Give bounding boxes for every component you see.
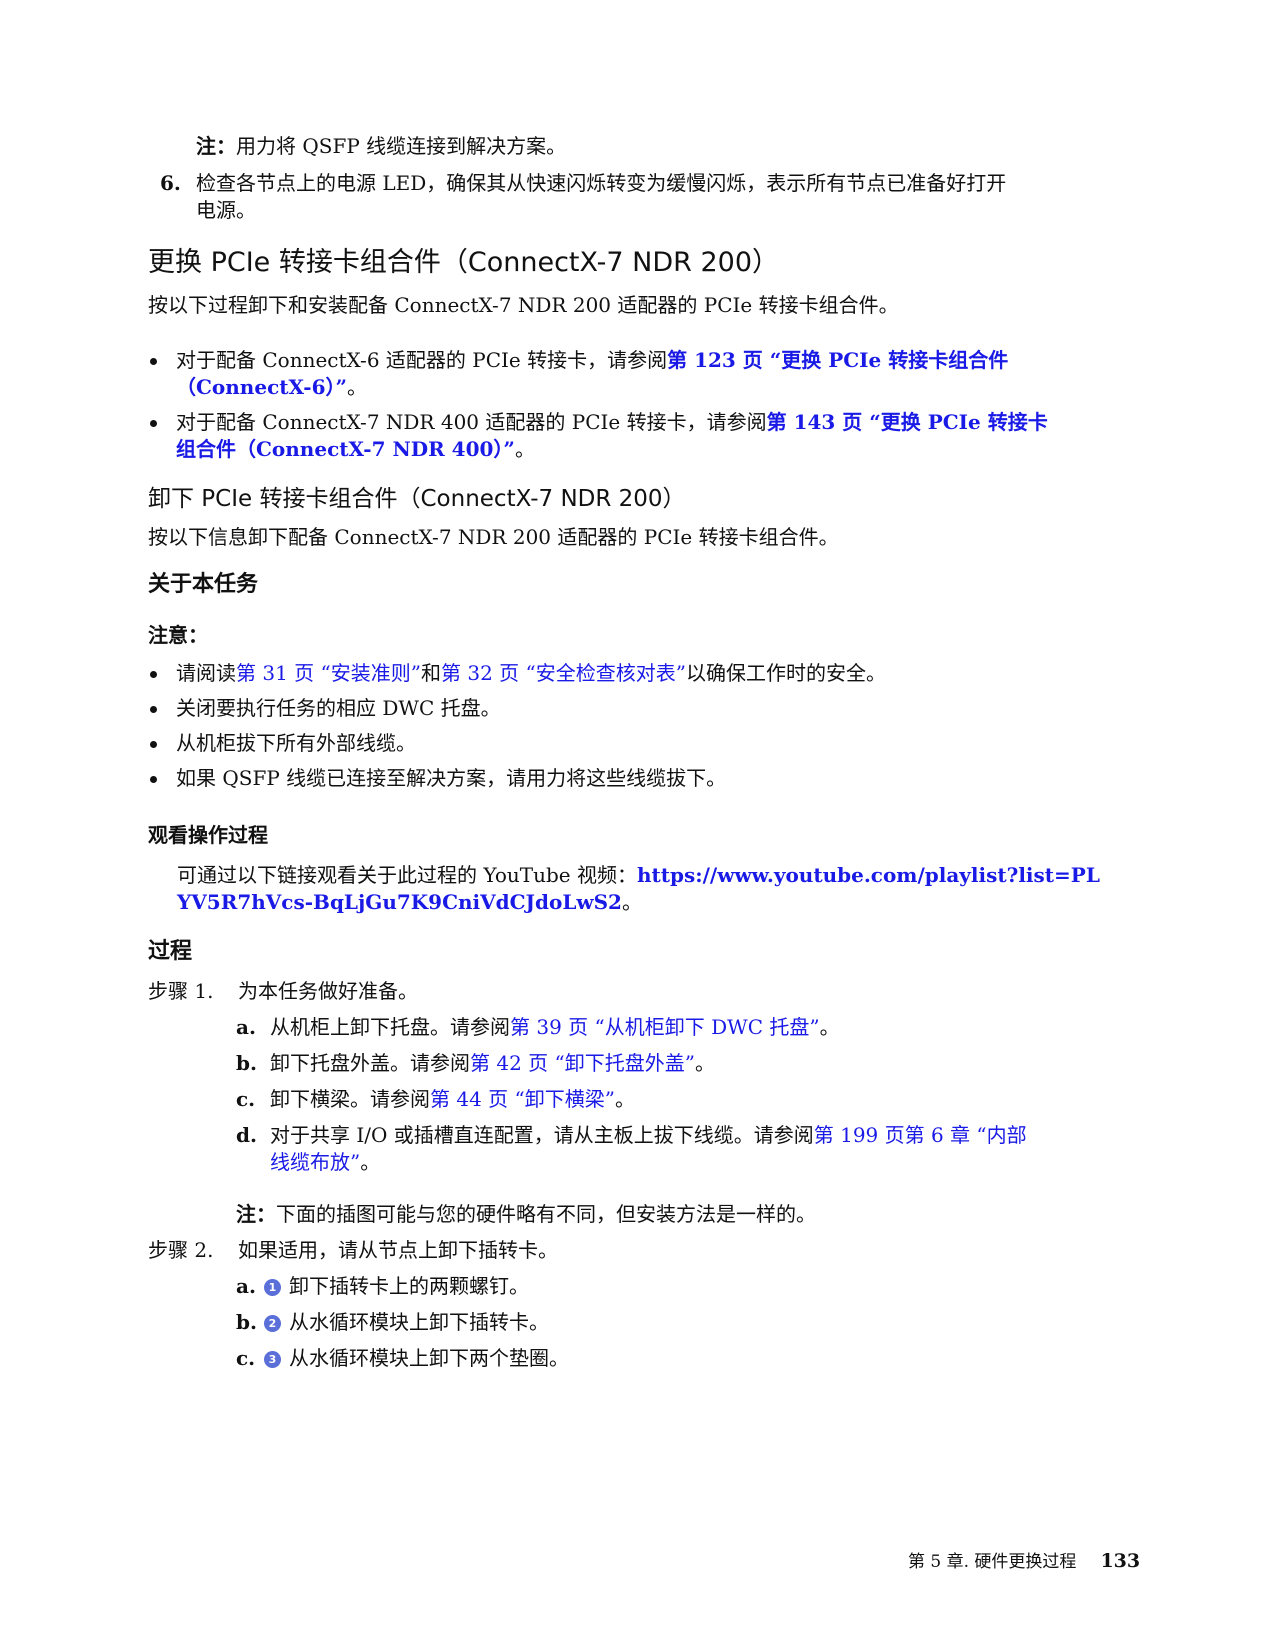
text: 如果 QSFP 线缆已连接至解决方案，请用力将这些线缆拔下。: [176, 766, 727, 790]
link-remove-tray[interactable]: 第 39 页 “从机柜卸下 DWC 托盘”: [510, 1015, 820, 1039]
punctuation: 。: [614, 1087, 635, 1111]
step-2: 步骤 2. 如果适用，请从节点上卸下插转卡。: [148, 1237, 558, 1263]
subsection-title: 卸下 PCIe 转接卡组合件（ConnectX-7 NDR 200）: [148, 486, 686, 512]
text: 以确保工作时的安全。: [685, 661, 886, 685]
substep-letter: c.: [236, 1346, 256, 1370]
footer-chapter: 第 5 章. 硬件更换过程: [908, 1552, 1077, 1572]
related-prefix: 对于配备 ConnectX-6 适配器的 PCIe 转接卡，请参阅: [176, 348, 668, 372]
video-link-cont: YV5R7hVcs-BqLjGu7K9CniVdCJdoLwS2。: [177, 889, 642, 915]
bullet-icon: [148, 765, 176, 791]
related-item-1-cont: （ConnectX-6）”。: [176, 374, 367, 400]
link-connectx6-cont[interactable]: （ConnectX-6）”: [176, 375, 348, 399]
step-1-note: 注：下面的插图可能与您的硬件略有不同，但安装方法是一样的。: [236, 1201, 816, 1227]
link-connectx6[interactable]: 第 123 页 “更换 PCIe 转接卡组合件: [667, 348, 1009, 372]
note-label: 注：: [196, 134, 236, 158]
text: 从机柜拔下所有外部线缆。: [176, 731, 416, 755]
step-6-text-line1: 检查各节点上的电源 LED，确保其从快速闪烁转变为缓慢闪烁，表示所有节点已准备好…: [196, 171, 1007, 195]
substep-text: 卸下托盘外盖。请参阅: [270, 1051, 470, 1075]
substep-text: 从水循环模块上卸下两个垫圈。: [289, 1346, 569, 1370]
attention-label: 注意：: [148, 623, 208, 647]
section-intro: 按以下过程卸下和安装配备 ConnectX-7 NDR 200 适配器的 PCI…: [148, 293, 899, 317]
punctuation: 。: [819, 1015, 840, 1039]
step-1a: a. 从机柜上卸下托盘。请参阅第 39 页 “从机柜卸下 DWC 托盘”。: [236, 1014, 840, 1040]
attention-item-1: 请阅读第 31 页 “安装准则”和第 32 页 “安全检查核对表”以确保工作时的…: [148, 660, 886, 686]
step-1b: b. 卸下托盘外盖。请参阅第 42 页 “卸下托盘外盖”。: [236, 1050, 715, 1076]
substep-text: 卸下横梁。请参阅: [270, 1087, 430, 1111]
punctuation: 。: [621, 890, 642, 914]
bullet-icon: [148, 347, 176, 373]
punctuation: 。: [360, 1150, 381, 1174]
text: 请阅读: [176, 661, 236, 685]
step-1: 步骤 1. 为本任务做好准备。: [148, 978, 418, 1004]
procedure-heading: 过程: [148, 938, 193, 964]
step-1c: c. 卸下横梁。请参阅第 44 页 “卸下横梁”。: [236, 1086, 635, 1112]
substep-letter: d.: [236, 1123, 257, 1147]
text: 和: [420, 661, 441, 685]
link-connectx7-ndr400[interactable]: 第 143 页 “更换 PCIe 转接卡: [766, 410, 1048, 434]
bullet-icon: [148, 730, 176, 756]
top-note: 注：用力将 QSFP 线缆连接到解决方案。: [196, 133, 566, 159]
step-6: 6. 检查各节点上的电源 LED，确保其从快速闪烁转变为缓慢闪烁，表示所有节点已准…: [160, 170, 1006, 196]
substep-letter: b.: [236, 1051, 257, 1075]
link-internal-cable-routing[interactable]: 第 199 页第 6 章 “内部: [813, 1123, 1027, 1147]
step-6-text-line2: 电源。: [196, 198, 256, 222]
link-connectx7-ndr400-cont[interactable]: 组合件（ConnectX-7 NDR 400）”: [176, 437, 515, 461]
substep-letter: b.: [236, 1310, 257, 1334]
callout-1-icon: 1: [264, 1279, 281, 1296]
note-label: 注：: [236, 1202, 276, 1226]
step-1-label: 步骤 1.: [148, 979, 214, 1003]
bullet-icon: [148, 695, 176, 721]
section-title: 更换 PCIe 转接卡组合件（ConnectX-7 NDR 200）: [148, 247, 780, 278]
related-item-2: 对于配备 ConnectX-7 NDR 400 适配器的 PCIe 转接卡，请参…: [148, 409, 1048, 435]
step-6-number: 6.: [160, 171, 181, 195]
punctuation: 。: [514, 437, 535, 461]
related-item-2-cont: 组合件（ConnectX-7 NDR 400）”。: [176, 436, 535, 462]
video-text: 可通过以下链接观看关于此过程的 YouTube 视频：https://www.y…: [177, 862, 1100, 888]
callout-3-icon: 3: [264, 1351, 281, 1368]
link-remove-crossbar[interactable]: 第 44 页 “卸下横梁”: [430, 1087, 615, 1111]
video-description: 可通过以下链接观看关于此过程的 YouTube 视频：: [177, 863, 637, 887]
punctuation: 。: [694, 1051, 715, 1075]
link-safety-checklist[interactable]: 第 32 页 “安全检查核对表”: [440, 661, 686, 685]
text: 关闭要执行任务的相应 DWC 托盘。: [176, 696, 501, 720]
page-number: 133: [1100, 1550, 1141, 1572]
step-2c: c. 3 从水循环模块上卸下两个垫圈。: [236, 1345, 569, 1371]
note-text: 下面的插图可能与您的硬件略有不同，但安装方法是一样的。: [276, 1202, 816, 1226]
step-1d: d. 对于共享 I/O 或插槽直连配置，请从主板上拔下线缆。请参阅第 199 页第…: [236, 1122, 1027, 1148]
bullet-icon: [148, 660, 176, 686]
link-install-guidelines[interactable]: 第 31 页 “安装准则”: [236, 661, 421, 685]
step-2a: a. 1 卸下插转卡上的两颗螺钉。: [236, 1273, 529, 1299]
attention-item-2: 关闭要执行任务的相应 DWC 托盘。: [148, 695, 501, 721]
bullet-icon: [148, 409, 176, 435]
youtube-link[interactable]: https://www.youtube.com/playlist?list=PL: [636, 863, 1100, 887]
step-1d-cont: 线缆布放”。: [270, 1149, 380, 1175]
substep-letter: c.: [236, 1087, 256, 1111]
step-2-text: 如果适用，请从节点上卸下插转卡。: [238, 1238, 558, 1262]
attention-item-3: 从机柜拔下所有外部线缆。: [148, 730, 416, 756]
substep-text: 对于共享 I/O 或插槽直连配置，请从主板上拔下线缆。请参阅: [270, 1123, 814, 1147]
step-2-label: 步骤 2.: [148, 1238, 214, 1262]
substep-letter: a.: [236, 1015, 256, 1039]
note-text: 用力将 QSFP 线缆连接到解决方案。: [236, 134, 567, 158]
callout-2-icon: 2: [264, 1315, 281, 1332]
step-1-text: 为本任务做好准备。: [238, 979, 418, 1003]
substep-letter: a.: [236, 1274, 256, 1298]
video-heading: 观看操作过程: [148, 823, 268, 847]
link-remove-tray-cover[interactable]: 第 42 页 “卸下托盘外盖”: [470, 1051, 695, 1075]
punctuation: 。: [347, 375, 368, 399]
attention-item-4: 如果 QSFP 线缆已连接至解决方案，请用力将这些线缆拔下。: [148, 765, 726, 791]
substep-text: 从机柜上卸下托盘。请参阅: [270, 1015, 510, 1039]
about-heading: 关于本任务: [148, 571, 259, 597]
related-prefix: 对于配备 ConnectX-7 NDR 400 适配器的 PCIe 转接卡，请参…: [176, 410, 767, 434]
page-footer: 第 5 章. 硬件更换过程 133: [908, 1550, 1140, 1573]
substep-text: 卸下插转卡上的两颗螺钉。: [289, 1274, 529, 1298]
youtube-link-cont[interactable]: YV5R7hVcs-BqLjGu7K9CniVdCJdoLwS2: [177, 890, 622, 914]
step-2b: b. 2 从水循环模块上卸下插转卡。: [236, 1309, 549, 1335]
link-internal-cable-routing-cont[interactable]: 线缆布放”: [270, 1150, 361, 1174]
substep-text: 从水循环模块上卸下插转卡。: [289, 1310, 549, 1334]
subsection-intro: 按以下信息卸下配备 ConnectX-7 NDR 200 适配器的 PCIe 转…: [148, 525, 839, 549]
related-item-1: 对于配备 ConnectX-6 适配器的 PCIe 转接卡，请参阅第 123 页…: [148, 347, 1008, 373]
